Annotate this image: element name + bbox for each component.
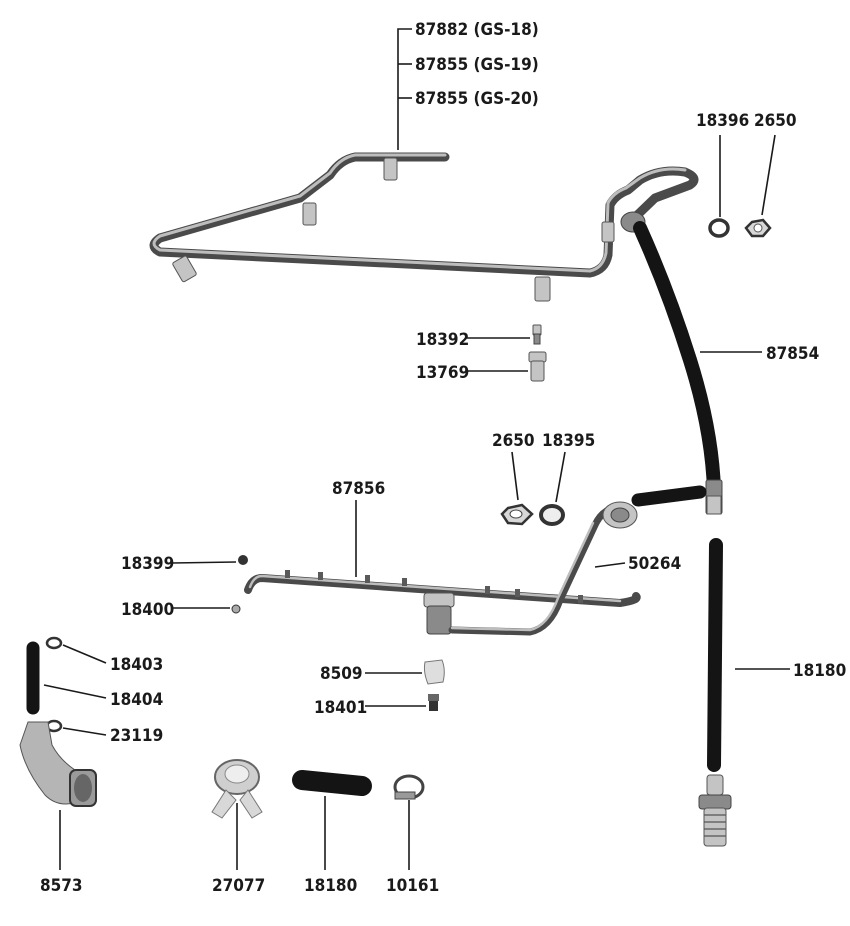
hose-18180-right [707,538,723,772]
label-2650-mid: 2650 [492,431,535,451]
label-18180-bottom: 18180 [304,876,357,896]
upper-spray-manifold [149,152,699,302]
label-23119: 23119 [110,726,163,746]
hose-18180-bottom [292,770,372,796]
label-10161: 10161 [386,876,439,896]
clamp-10161 [393,774,425,800]
label-18400: 18400 [121,600,174,620]
label-87855-gs19: 87855 (GS-19) [415,55,539,75]
cap-8509 [423,659,445,685]
label-27077: 27077 [212,876,265,896]
washer-18395 [539,504,565,526]
elbow-8573 [19,721,97,807]
label-18396: 18396 [696,111,749,131]
label-18395: 18395 [542,431,595,451]
label-8573: 8573 [40,876,83,896]
plug-18401 [428,694,439,711]
plug-18400 [231,604,241,614]
label-18403: 18403 [110,655,163,675]
tee-27077 [211,759,263,819]
fitting-13769 [528,351,547,382]
clamp-18403 [45,636,63,650]
nozzle-18392 [532,324,542,345]
label-13769: 13769 [416,363,469,383]
label-87882-gs18: 87882 (GS-18) [415,20,539,40]
label-87856: 87856 [332,479,385,499]
label-2650-top: 2650 [754,111,797,131]
label-18401: 18401 [314,698,367,718]
fitting-bottom-right [698,774,732,847]
label-87855-gs20: 87855 (GS-20) [415,89,539,109]
lower-manifold [244,485,707,636]
label-18392: 18392 [416,330,469,350]
part-labels: 87882 (GS-18) 87855 (GS-19) 87855 (GS-20… [40,20,846,896]
label-87854: 87854 [766,344,819,364]
label-18399: 18399 [121,554,174,574]
hose-87854 [633,221,721,497]
label-18180-right: 18180 [793,661,846,681]
cap-18399 [238,555,248,565]
label-8509: 8509 [320,664,363,684]
leader-lines [43,28,790,870]
label-50264: 50264 [628,554,681,574]
label-18404: 18404 [110,690,163,710]
washer-18396 [708,218,730,238]
